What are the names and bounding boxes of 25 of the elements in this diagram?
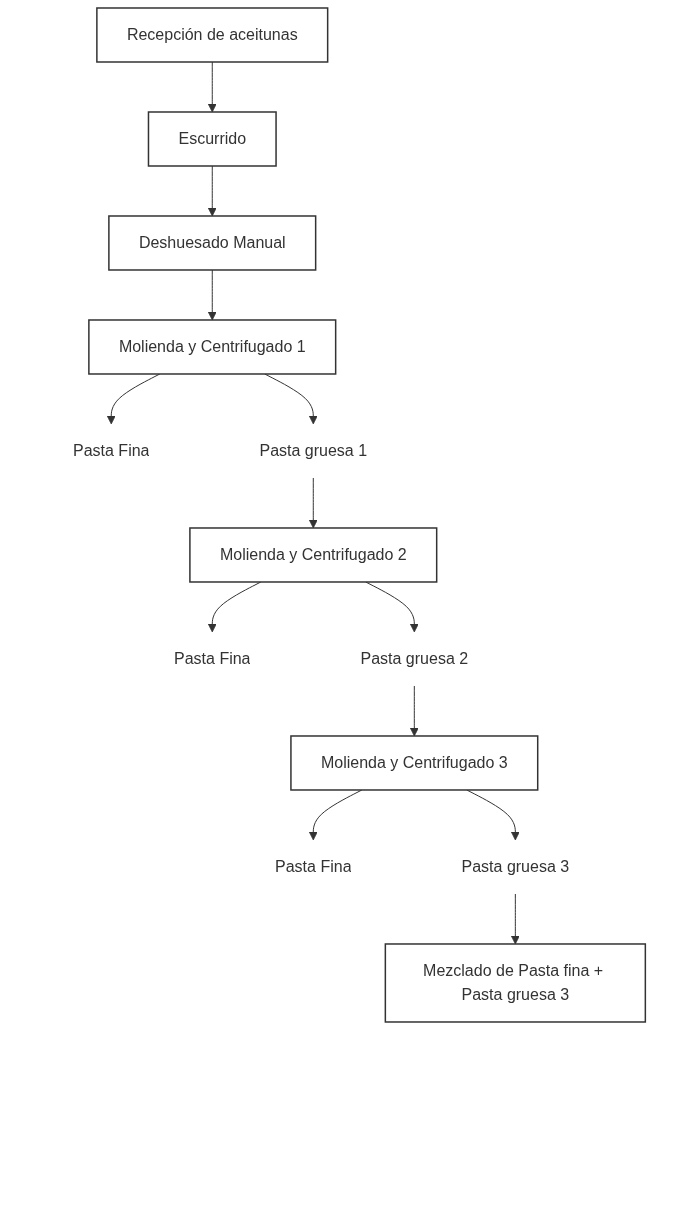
- arrow: [208, 581, 262, 633]
- node-box: Molienda y Centrifugado 3: [290, 735, 539, 791]
- node-box: Recepción de aceitunas: [96, 7, 329, 63]
- node-box: Molienda y Centrifugado 1: [88, 319, 337, 375]
- arrow: [466, 789, 521, 841]
- node-text: Pasta gruesa 1: [259, 441, 368, 459]
- arrow: [309, 789, 363, 841]
- node-text: Pasta Fina: [275, 857, 352, 875]
- node-text: Pasta gruesa 3: [461, 857, 570, 875]
- node-box: Molienda y Centrifugado 2: [189, 527, 438, 583]
- arrow: [208, 269, 217, 321]
- arrow: [309, 477, 318, 529]
- node-text: Pasta gruesa 2: [360, 649, 469, 667]
- arrow: [208, 165, 217, 217]
- arrow: [107, 373, 161, 425]
- arrow: [264, 373, 318, 425]
- arrow: [410, 685, 420, 737]
- node-text: Pasta Fina: [73, 441, 150, 459]
- arrow: [208, 61, 217, 113]
- arrow: [365, 581, 420, 633]
- node-box: Escurrido: [148, 111, 278, 167]
- node-box: Deshuesado Manual: [108, 215, 317, 271]
- node-text: Pasta Fina: [174, 649, 251, 667]
- node-box: Mezclado de Pasta fina + Pasta gruesa 3: [384, 943, 647, 1023]
- arrow: [511, 893, 521, 945]
